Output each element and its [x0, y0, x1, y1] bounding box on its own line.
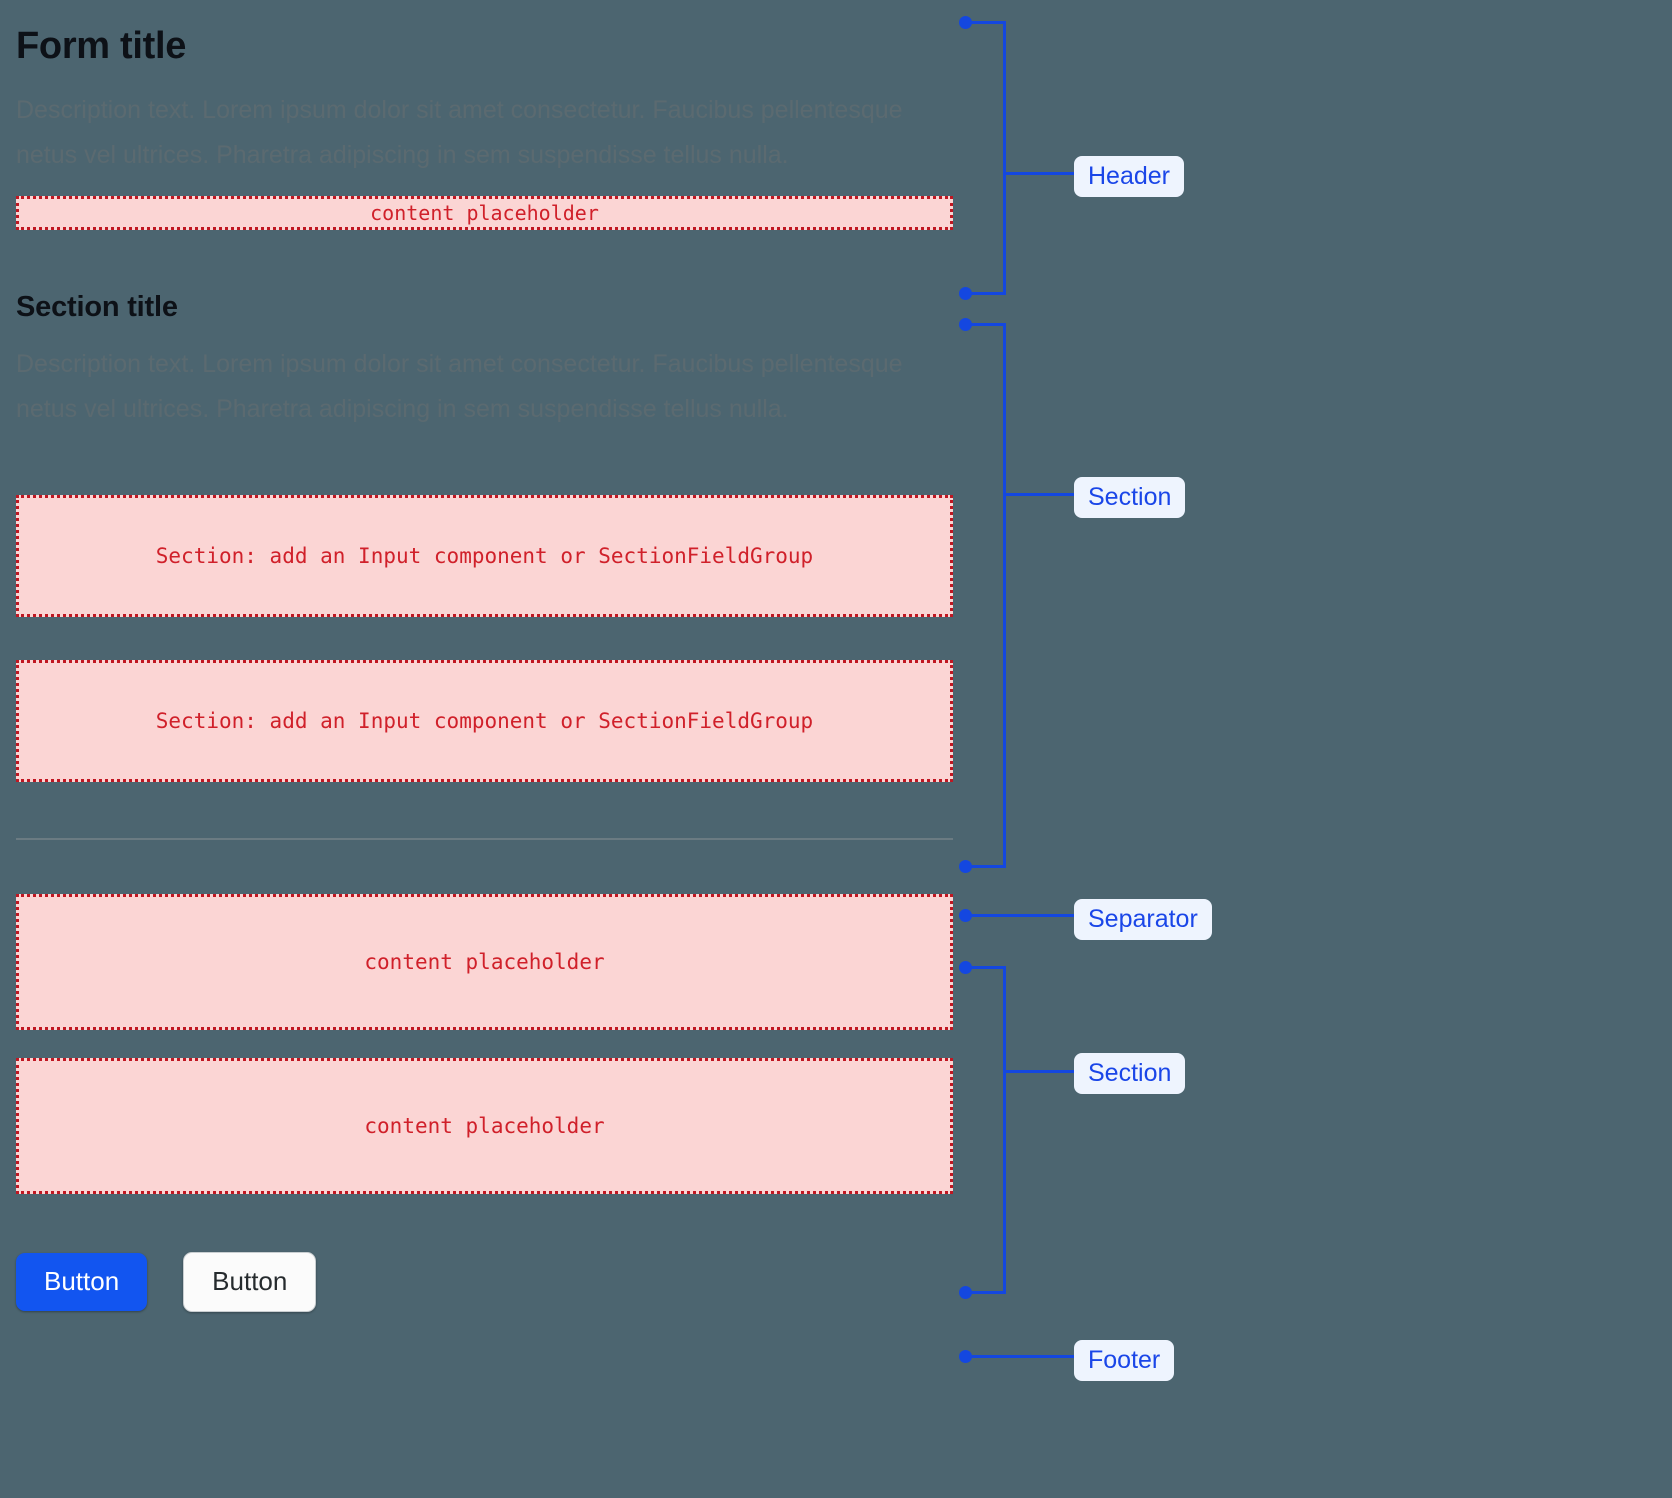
annotation-line-header-top	[966, 21, 1006, 24]
annotation-leader-section-two	[1003, 1070, 1075, 1073]
page-title: Form title	[16, 25, 187, 67]
annotation-dot-footer	[959, 1350, 972, 1363]
annotation-badge-footer[interactable]: Footer	[1074, 1340, 1175, 1382]
annotation-dot-section-one-bottom	[959, 860, 972, 873]
form-header: Form title Description text. Lorem ipsum…	[16, 0, 953, 230]
section-two: content placeholder content placeholder	[16, 894, 953, 1195]
annotation-spine-section-two	[1003, 966, 1006, 1292]
secondary-button[interactable]: Button	[183, 1252, 317, 1313]
section-title: Section title	[16, 290, 178, 323]
annotation-spine-header	[1003, 21, 1006, 293]
annotation-badge-section-two[interactable]: Section	[1074, 1053, 1186, 1095]
primary-button[interactable]: Button	[16, 1253, 148, 1312]
annotation-line-section-two-bottom	[966, 1291, 1006, 1294]
annotation-line-section-one-bottom	[966, 865, 1006, 868]
annotation-dot-separator	[959, 909, 972, 922]
annotation-badge-header[interactable]: Header	[1074, 156, 1184, 198]
annotation-leader-section-one	[1003, 493, 1075, 496]
annotation-line-header-bottom	[966, 292, 1006, 295]
annotation-leader-separator	[966, 914, 1078, 917]
header-content-placeholder: content placeholder	[16, 195, 953, 230]
annotation-leader-footer	[966, 1355, 1078, 1358]
annotation-line-section-two-top	[966, 966, 1006, 969]
section-field-placeholder-2: Section: add an Input component or Secti…	[16, 660, 953, 783]
annotation-spine-section-one	[1003, 323, 1006, 866]
section-one: Section title Description text. Lorem ip…	[16, 290, 953, 783]
separator	[16, 838, 953, 841]
form-footer: Button Button	[16, 1252, 953, 1313]
annotation-leader-header	[1003, 172, 1075, 175]
section-two-placeholder-1: content placeholder	[16, 894, 953, 1031]
annotation-dot-section-one-top	[959, 318, 972, 331]
section-two-placeholder-2: content placeholder	[16, 1058, 953, 1195]
header-description: Description text. Lorem ipsum dolor sit …	[16, 95, 903, 169]
annotation-badge-separator[interactable]: Separator	[1074, 899, 1212, 941]
annotation-dot-section-two-top	[959, 961, 972, 974]
annotation-dot-header-top	[959, 16, 972, 29]
annotation-line-section-one-top	[966, 323, 1006, 326]
annotation-badge-section-one[interactable]: Section	[1074, 477, 1186, 519]
annotation-dot-section-two-bottom	[959, 1286, 972, 1299]
section-description: Description text. Lorem ipsum dolor sit …	[16, 350, 903, 424]
section-field-placeholder-1: Section: add an Input component or Secti…	[16, 495, 953, 618]
annotation-dot-header-bottom	[959, 287, 972, 300]
form-container: Form title Description text. Lorem ipsum…	[16, 0, 953, 1313]
